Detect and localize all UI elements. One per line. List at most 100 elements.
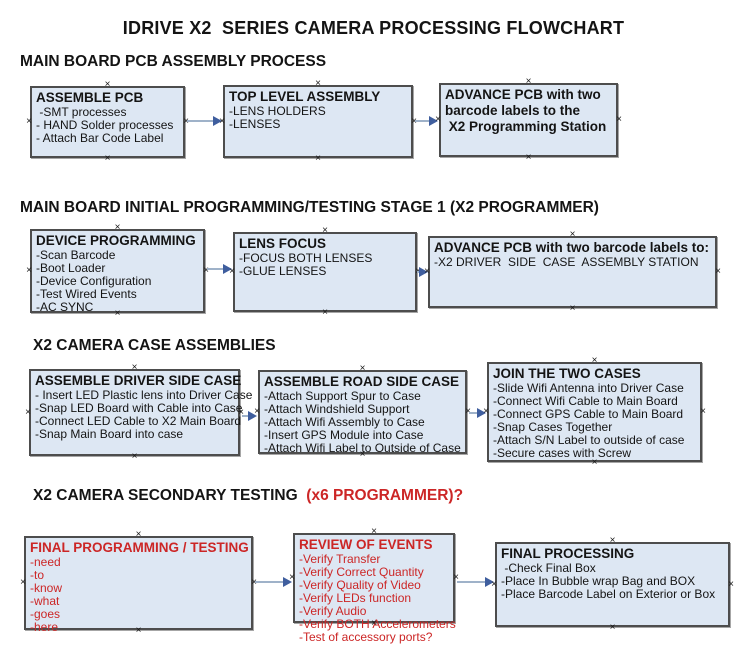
connection-point-icon[interactable] [25,119,33,125]
connection-point-icon[interactable] [714,269,722,275]
box-item: -Attach Wifi Label to Outside of Case [264,441,461,455]
connection-point-icon[interactable] [135,628,143,634]
flow-box-join-the-two-cases[interactable]: JOIN THE TWO CASES -Slide Wifi Antenna i… [487,362,702,462]
box-item: -Insert GPS Module into Case [264,428,424,442]
box-item: -Device Configuration [36,274,152,288]
box-item: -Attach S/N Label to outside of case [493,433,685,447]
connection-point-icon[interactable] [609,538,617,544]
box-item: -Scan Barcode [36,248,116,262]
connection-point-icon[interactable] [615,117,623,123]
flow-box-review-of-events[interactable]: REVIEW OF EVENTS -Verify Transfer -Verif… [293,533,456,644]
box-title: TOP LEVEL ASSEMBLY [229,89,381,104]
connection-point-icon[interactable] [135,532,143,538]
connection-point-icon[interactable] [727,582,735,588]
section-heading-red-part: (x6 PROGRAMMER)? [302,487,464,504]
connection-point-icon[interactable] [228,269,236,275]
box-item: -to [30,568,45,582]
box-title: DEVICE PROGRAMMING [36,233,196,248]
box-item: -Snap LED Board with Cable into Case [35,401,243,415]
connection-point-icon[interactable] [218,119,226,125]
section-heading-black-part: X2 CAMERA SECONDARY TESTING [33,487,302,504]
flow-box-final-processing[interactable]: FINAL PROCESSING -Check Final Box -Place… [495,542,730,627]
connection-point-icon[interactable] [131,454,139,460]
box-item: -Attach Wifi Assembly to Case [264,415,425,429]
box-item: - HAND Solder processes [36,118,174,132]
flow-box-assemble-pcb[interactable]: ASSEMBLE PCB -SMT processes - HAND Solde… [30,86,185,158]
box-title: ASSEMBLE DRIVER SIDE CASE [35,373,242,388]
flow-arrow[interactable] [242,411,257,421]
flow-arrow[interactable] [255,577,292,587]
flow-box-final-programming-testing[interactable]: FINAL PROGRAMMING / TESTING -need -to -k… [24,536,253,634]
connection-point-icon[interactable] [370,529,378,535]
connection-point-icon[interactable] [490,582,498,588]
flow-box-assemble-road-side-case[interactable]: ASSEMBLE ROAD SIDE CASE -Attach Support … [258,370,467,455]
connection-point-icon[interactable] [104,82,112,88]
flow-box-assemble-driver-side-case[interactable]: ASSEMBLE DRIVER SIDE CASE - Insert LED P… [29,369,253,456]
connection-point-icon[interactable] [699,409,707,415]
connection-point-icon[interactable] [525,79,533,85]
flow-box-lens-focus[interactable]: LENS FOCUS -FOCUS BOTH LENSES -GLUE LENS… [233,232,417,312]
flow-box-device-programming[interactable]: DEVICE PROGRAMMING -Scan Barcode -Boot L… [30,229,205,314]
box-item: -LENSES [229,117,281,131]
box-item: - Insert LED Plastic lens into Driver Ca… [35,388,253,402]
connection-point-icon[interactable] [359,452,367,458]
box-item: -Attach Support Spur to Case [264,389,421,403]
box-item: -here [30,620,59,634]
section-heading-pcb-assembly: MAIN BOARD PCB ASSEMBLY PROCESS [20,53,327,70]
connection-point-icon[interactable] [591,460,599,466]
connection-point-icon[interactable] [321,228,329,234]
flow-arrow[interactable] [187,116,222,126]
connection-point-icon[interactable] [434,117,442,123]
flow-arrow[interactable] [457,577,494,587]
box-item: -need [30,555,61,569]
arrow-line [207,268,225,270]
section-heading-case-assemblies: X2 CAMERA CASE ASSEMBLIES [33,337,276,354]
box-item: -Verify Correct Quantity [299,565,424,579]
connection-point-icon[interactable] [609,625,617,631]
box-title: ADVANCE PCB with two barcode labels to t… [445,87,607,134]
box-item: -goes [30,607,61,621]
connection-point-icon[interactable] [569,232,577,238]
connection-point-icon[interactable] [314,156,322,162]
connection-point-icon[interactable] [359,366,367,372]
connection-point-icon[interactable] [370,621,378,627]
box-item: -Snap Main Board into case [35,427,184,441]
flow-box-advance-pcb-programming-station[interactable]: ADVANCE PCB with two barcode labels to t… [439,83,618,157]
section-heading-secondary-testing: X2 CAMERA SECONDARY TESTING (x6 PROGRAMM… [33,487,463,505]
connection-point-icon[interactable] [525,155,533,161]
box-title: ASSEMBLE PCB [36,90,144,105]
connection-point-icon[interactable] [482,409,490,415]
connection-point-icon[interactable] [24,410,32,416]
connection-point-icon[interactable] [114,225,122,231]
box-item: -Check Final Box [501,561,596,575]
box-item: -Boot Loader [36,261,106,275]
arrow-line [469,412,479,414]
connection-point-icon[interactable] [314,81,322,87]
box-item: -Test Wired Events [36,287,137,301]
arrow-line [242,415,250,417]
box-item: -what [30,594,60,608]
arrow-line [457,581,487,583]
box-item: -Slide Wifi Antenna into Driver Case [493,381,684,395]
connection-point-icon[interactable] [114,311,122,317]
section-heading-initial-programming: MAIN BOARD INITIAL PROGRAMMING/TESTING S… [20,199,599,216]
flow-box-advance-pcb-driver-side[interactable]: ADVANCE PCB with two barcode labels to: … [428,236,717,308]
box-title: ASSEMBLE ROAD SIDE CASE [264,374,460,389]
connection-point-icon[interactable] [321,310,329,316]
box-item: -know [30,581,63,595]
connection-point-icon[interactable] [253,409,261,415]
box-item: -Connect Wifi Cable to Main Board [493,394,678,408]
box-item: -FOCUS BOTH LENSES [239,251,373,265]
connection-point-icon[interactable] [104,156,112,162]
connection-point-icon[interactable] [569,306,577,312]
box-title: FINAL PROGRAMMING / TESTING [30,540,249,555]
connection-point-icon[interactable] [25,268,33,274]
connection-point-icon[interactable] [591,358,599,364]
connection-point-icon[interactable] [131,365,139,371]
box-item: -SMT processes [36,105,127,119]
connection-point-icon[interactable] [288,575,296,581]
connection-point-icon[interactable] [19,580,27,586]
flow-box-top-level-assembly[interactable]: TOP LEVEL ASSEMBLY -LENS HOLDERS -LENSES [223,85,413,158]
box-item: -X2 DRIVER SIDE CASE ASSEMBLY STATION [434,255,699,269]
connection-point-icon[interactable] [423,269,431,275]
